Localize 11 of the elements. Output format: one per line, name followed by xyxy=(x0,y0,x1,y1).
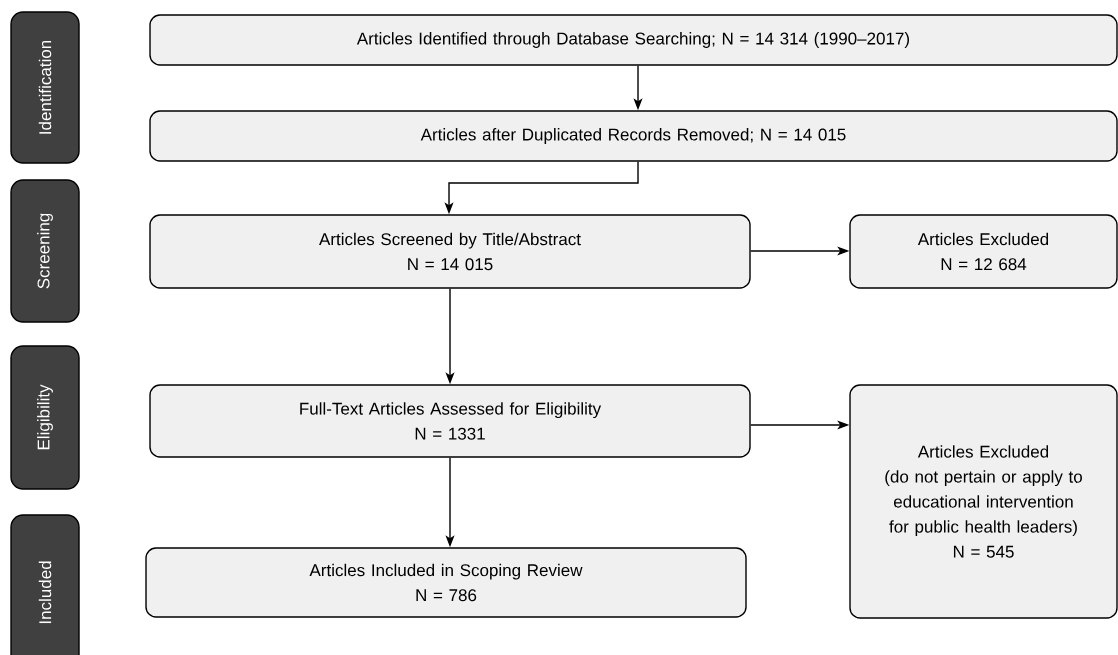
process-box: Articles Excluded (do not pertain or apply to educational intervention for public health leaders) N = 545 xyxy=(849,384,1118,619)
process-box: Articles Excluded N = 12 684 xyxy=(849,214,1118,289)
stage-label: Included xyxy=(10,514,80,655)
stage-label: Screening xyxy=(10,179,80,323)
stage-label: Identification xyxy=(10,11,80,164)
process-box: Articles Identified through Database Searching; N = 14 314 (1990–2017) xyxy=(149,14,1118,66)
process-box: Articles Screened by Title/Abstract N = 14 015 xyxy=(149,214,751,289)
process-box: Full-Text Articles Assessed for Eligibility N = 1331 xyxy=(149,384,751,458)
process-box: Articles Included in Scoping Review N = 786 xyxy=(145,547,747,618)
process-box: Articles after Duplicated Records Removed; N = 14 015 xyxy=(149,110,1118,162)
stage-label: Eligibility xyxy=(10,345,80,490)
